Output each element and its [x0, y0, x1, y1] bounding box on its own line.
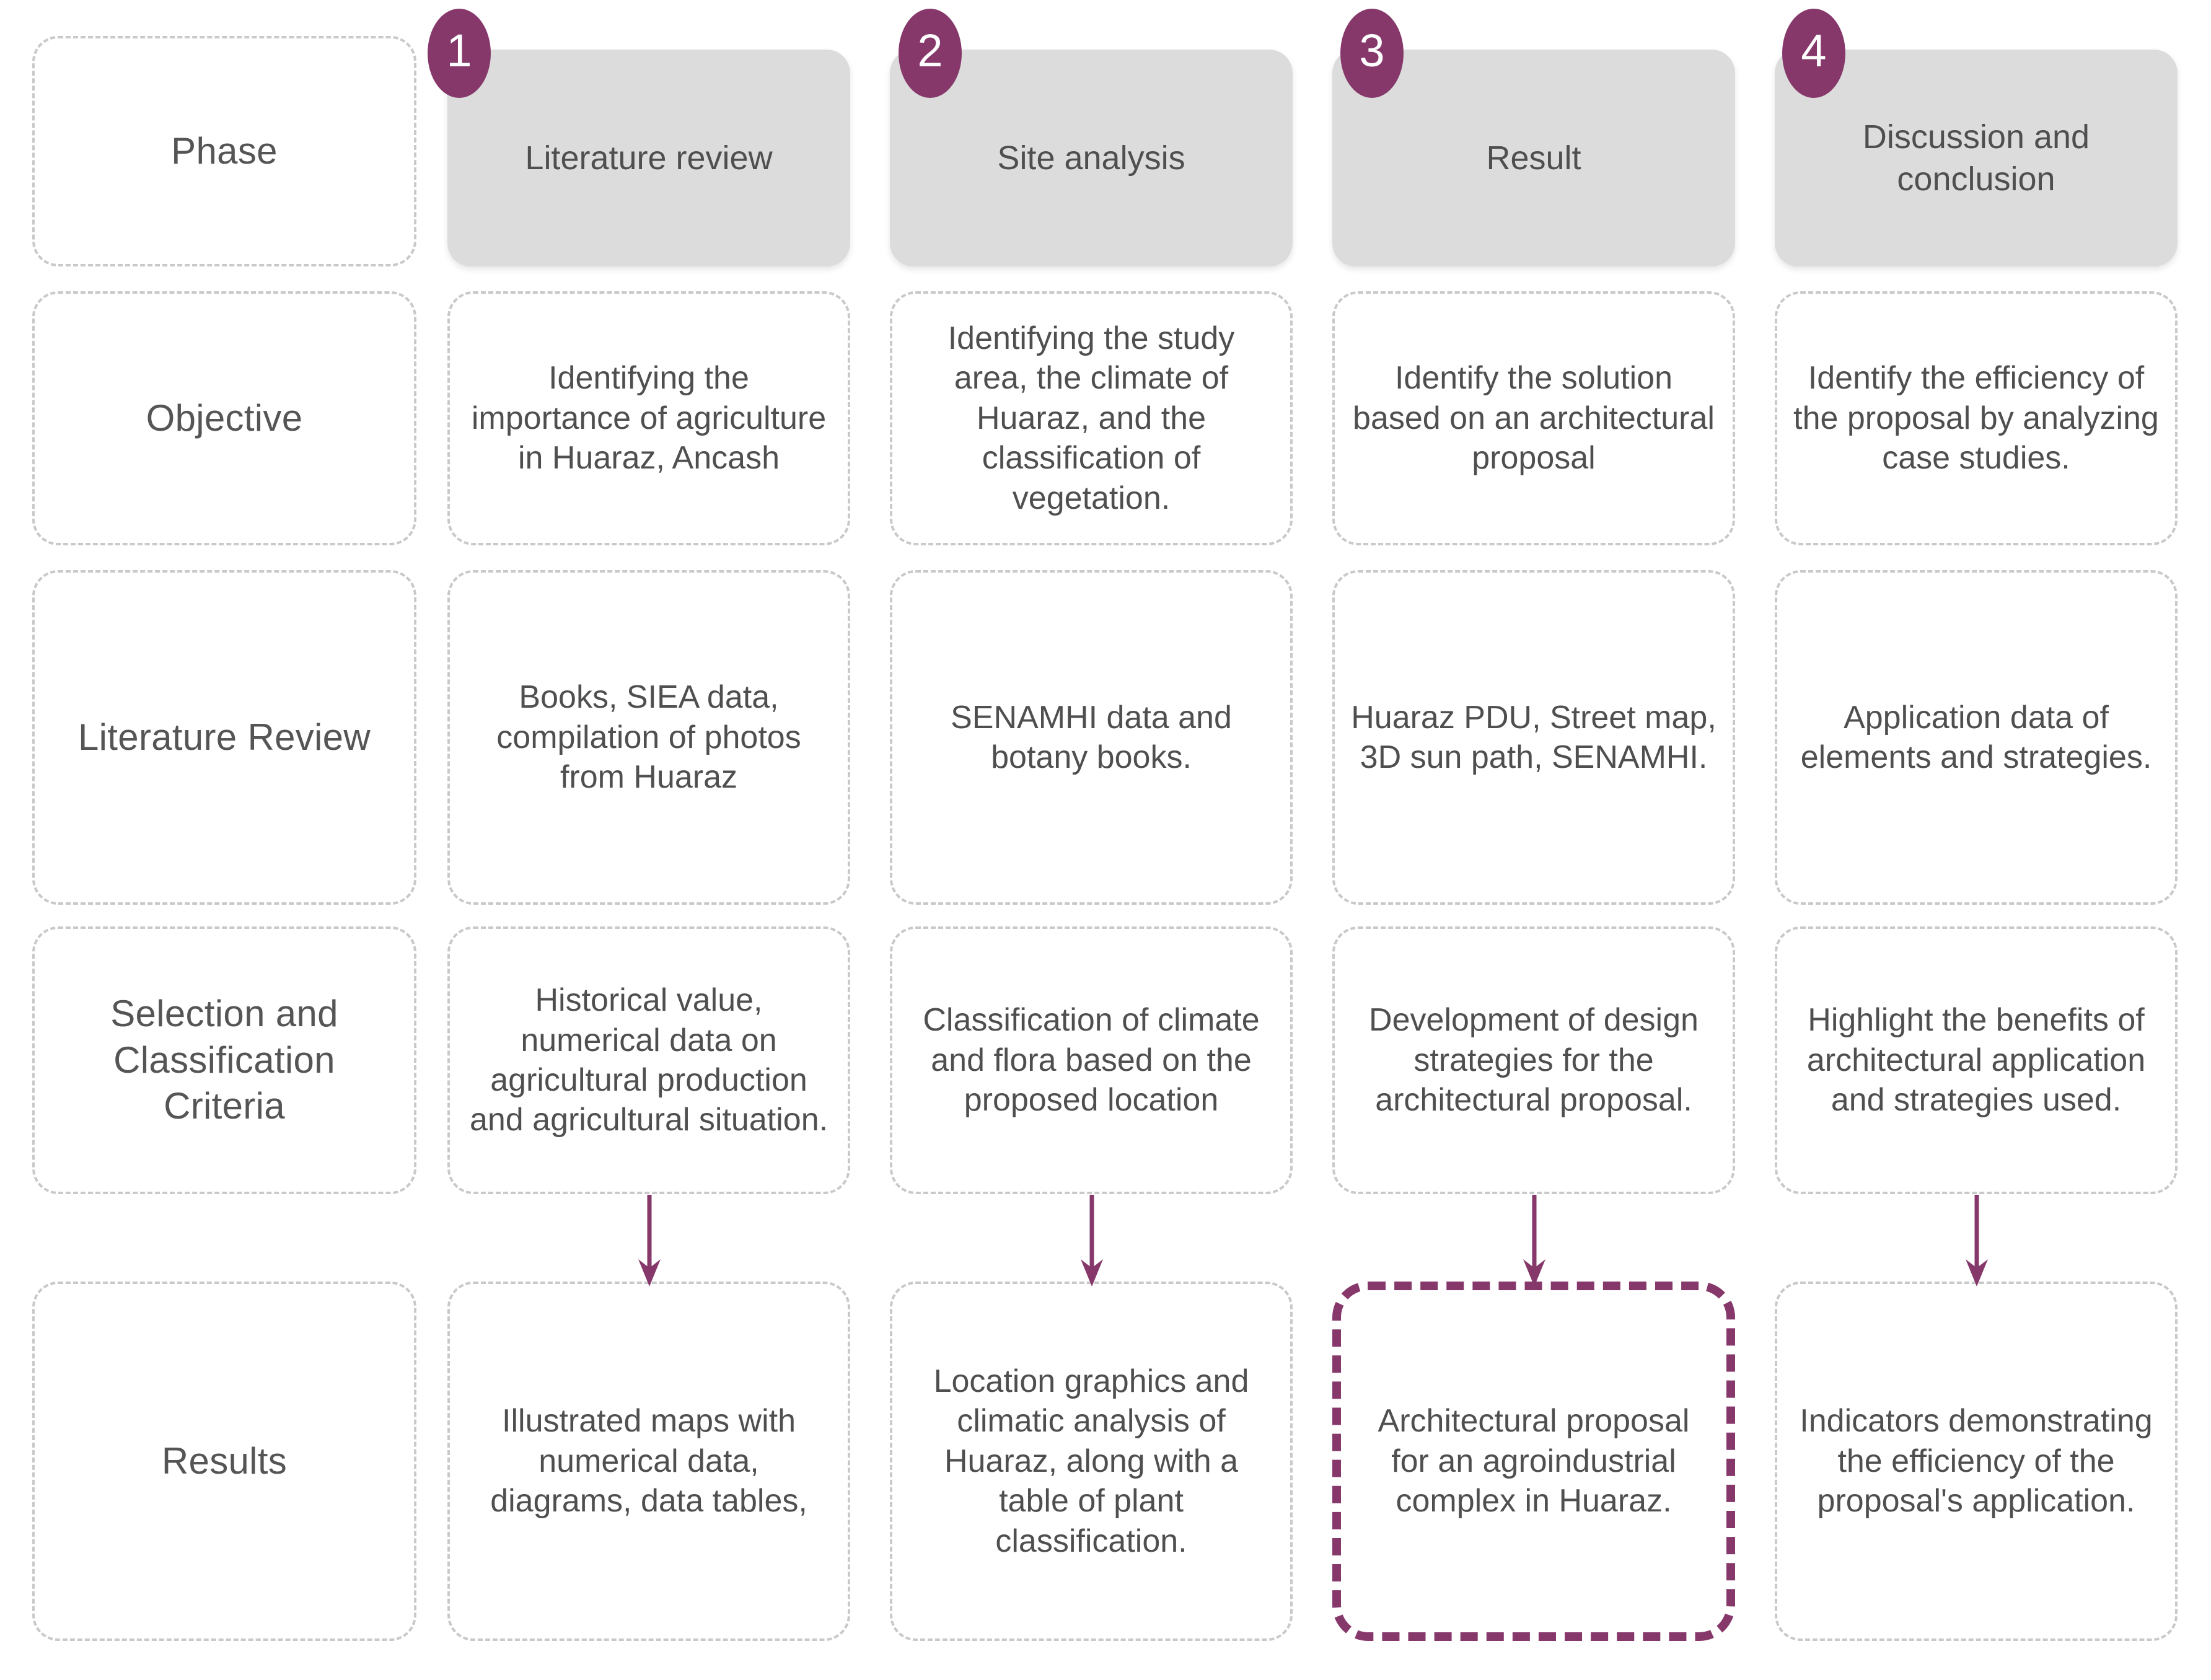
phase-title: Site analysis — [997, 139, 1185, 177]
row-label-objective: Objective — [32, 291, 416, 545]
results-cell-4[interactable]: Indicators demonstrating the efficiency … — [1775, 1282, 2178, 1641]
flow-arrow-2 — [1081, 1195, 1103, 1286]
row-label-text: Selection and Classification Criteria — [110, 993, 338, 1127]
objective-cell-1[interactable]: Identifying the importance of agricultur… — [447, 291, 850, 545]
results-cell-2[interactable]: Location graphics and climatic analysis … — [890, 1282, 1293, 1641]
row-label-text: Phase — [171, 130, 278, 172]
results-cell-3-highlighted[interactable]: Architectural proposal for an agroindust… — [1332, 1282, 1735, 1641]
row-label-text: Objective — [146, 397, 303, 439]
objective-cell-3[interactable]: Identify the solution based on an archit… — [1332, 291, 1735, 545]
cell-text: Location graphics and climatic analysis … — [933, 1363, 1249, 1559]
selection-criteria-cell-1[interactable]: Historical value, numerical data on agri… — [447, 926, 850, 1194]
cell-text: Illustrated maps with numerical data, di… — [490, 1403, 807, 1519]
row-label-results: Results — [32, 1282, 416, 1641]
cell-text: SENAMHI data and botany books. — [951, 699, 1232, 775]
cell-text: Indicators demonstrating the efficiency … — [1800, 1403, 2153, 1519]
row-label-text: Literature Review — [78, 716, 371, 758]
phase-badge-1: 1 — [428, 9, 491, 98]
cell-text: Huaraz PDU, Street map, 3D sun path, SEN… — [1351, 699, 1716, 775]
phase-title: Literature review — [525, 139, 773, 177]
cell-text: Development of design strategies for the… — [1369, 1002, 1699, 1119]
phase-header-2[interactable]: Site analysis — [890, 50, 1293, 266]
row-label-literature-review: Literature Review — [32, 570, 416, 905]
cell-text: Architectural proposal for an agroindust… — [1378, 1403, 1690, 1519]
objective-cell-4[interactable]: Identify the efficiency of the proposal … — [1775, 291, 2178, 545]
row-label-text: Results — [161, 1440, 288, 1482]
cell-text: Highlight the benefits of architectural … — [1806, 1002, 2146, 1119]
cell-text: Identify the solution based on an archit… — [1353, 360, 1715, 477]
flow-arrow-3 — [1523, 1195, 1545, 1286]
phase-badge-number: 4 — [1801, 25, 1827, 76]
flow-arrow-4 — [1966, 1195, 1988, 1286]
phase-badge-number: 1 — [446, 25, 472, 76]
selection-criteria-cell-2[interactable]: Classification of climate and flora base… — [890, 926, 1293, 1194]
phase-header-3[interactable]: Result — [1332, 50, 1735, 266]
cell-text: Application data of elements and strateg… — [1800, 699, 2152, 775]
phase-badge-number: 2 — [917, 25, 943, 76]
phase-title: Result — [1486, 139, 1581, 177]
phase-badge-4: 4 — [1782, 9, 1845, 98]
phase-header-4[interactable]: Discussion and conclusion — [1775, 50, 2178, 266]
cell-text: Books, SIEA data, compilation of photos … — [496, 679, 801, 796]
results-cell-1[interactable]: Illustrated maps with numerical data, di… — [447, 1282, 850, 1641]
literature-review-cell-3[interactable]: Huaraz PDU, Street map, 3D sun path, SEN… — [1332, 570, 1735, 905]
cell-text: Identify the efficiency of the proposal … — [1793, 360, 2159, 477]
literature-review-cell-2[interactable]: SENAMHI data and botany books. — [890, 570, 1293, 905]
phase-badge-3: 3 — [1340, 9, 1404, 98]
flow-arrow-1 — [638, 1195, 661, 1286]
cell-text: Identifying the study area, the climate … — [947, 320, 1235, 516]
objective-cell-2[interactable]: Identifying the study area, the climate … — [890, 291, 1293, 545]
literature-review-cell-1[interactable]: Books, SIEA data, compilation of photos … — [447, 570, 850, 905]
selection-criteria-cell-3[interactable]: Development of design strategies for the… — [1332, 926, 1735, 1194]
row-label-selection-criteria: Selection and Classification Criteria — [32, 926, 416, 1194]
phase-title: Discussion and conclusion — [1862, 118, 2090, 198]
row-label-phase: Phase — [32, 36, 416, 266]
cell-text: Identifying the importance of agricultur… — [471, 360, 827, 477]
literature-review-cell-4[interactable]: Application data of elements and strateg… — [1775, 570, 2178, 905]
phase-badge-2: 2 — [899, 9, 962, 98]
cell-text: Historical value, numerical data on agri… — [469, 982, 829, 1138]
selection-criteria-cell-4[interactable]: Highlight the benefits of architectural … — [1775, 926, 2178, 1194]
phase-header-1[interactable]: Literature review — [447, 50, 850, 266]
phase-badge-number: 3 — [1359, 25, 1385, 76]
cell-text: Classification of climate and flora base… — [923, 1002, 1260, 1119]
